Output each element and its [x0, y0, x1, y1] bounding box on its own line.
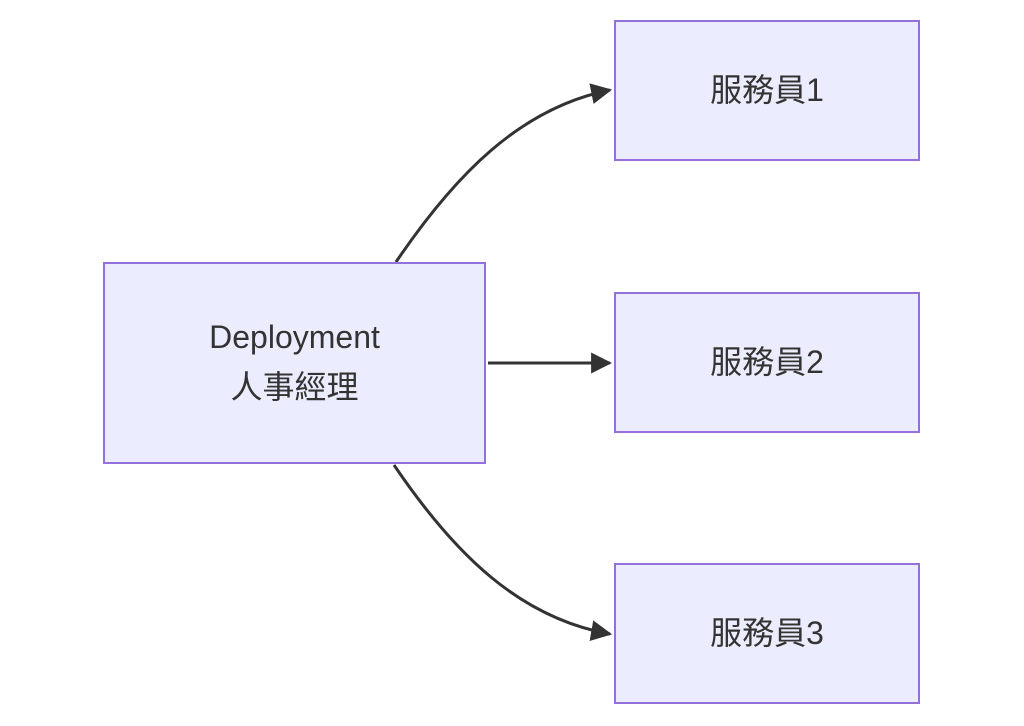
- node-server-1: 服務員1: [614, 20, 920, 161]
- edge-manager-to-server-3: [392, 464, 613, 642]
- node-server-1-label: 服務員1: [710, 71, 824, 108]
- node-deployment-manager-line-2: 人事經理: [230, 369, 359, 405]
- node-server-2-label: 服務員2: [710, 343, 824, 380]
- node-server-2: 服務員2: [614, 292, 920, 433]
- node-deployment-manager-line-1: Deployment: [209, 319, 380, 356]
- edge-manager-to-server-1: [394, 83, 613, 263]
- node-deployment-manager: Deployment 人事經理: [103, 262, 486, 464]
- node-server-3-label: 服務員3: [710, 614, 824, 651]
- node-server-3: 服務員3: [614, 563, 920, 704]
